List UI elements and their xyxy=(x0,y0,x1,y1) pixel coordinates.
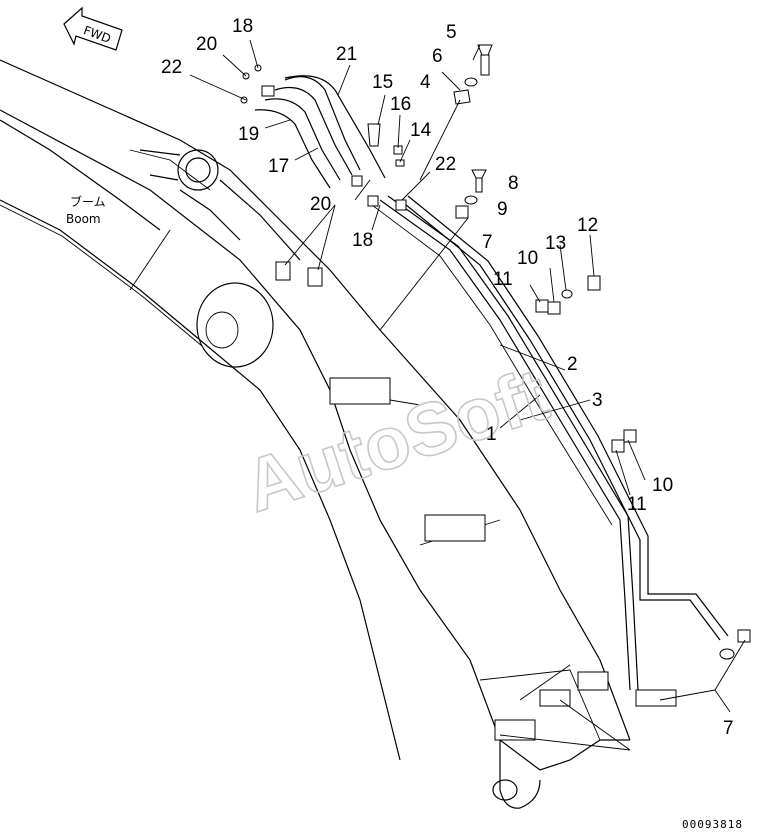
callout-7-lower: 7 xyxy=(723,718,734,739)
callout-numbers: 1 2 3 4 5 6 7 7 8 9 10 10 11 11 12 13 14… xyxy=(161,16,734,739)
hose-fitting xyxy=(367,195,379,207)
watermark: AutoSoft xyxy=(235,352,558,527)
clamp-block xyxy=(635,689,677,707)
bolt-8 xyxy=(471,169,487,193)
boom-cylinder-boss xyxy=(196,282,274,368)
part-10 xyxy=(547,301,561,315)
callout-14: 14 xyxy=(410,120,432,141)
clamp-block xyxy=(424,514,486,542)
fwd-arrow-icon: FWD xyxy=(63,6,123,51)
callout-20-upper: 20 xyxy=(196,34,217,55)
washer-9 xyxy=(464,195,478,205)
part-14 xyxy=(395,159,405,167)
hose-fitting xyxy=(351,175,363,187)
callout-6: 6 xyxy=(432,46,443,67)
hose-fitting xyxy=(395,199,407,211)
clamp-block xyxy=(329,377,391,405)
callout-18-lower: 18 xyxy=(352,230,373,251)
callout-10-lower: 10 xyxy=(652,475,673,496)
callout-3: 3 xyxy=(592,390,603,411)
pipe-end-fitting xyxy=(719,648,735,660)
drawing-code: 00093818 xyxy=(682,818,743,831)
callout-20-lower: 20 xyxy=(310,194,331,215)
boom-label-en: Boom xyxy=(66,212,101,226)
callout-22-upper: 22 xyxy=(161,57,182,78)
fwd-label: FWD xyxy=(82,23,113,46)
boom-foot-pin xyxy=(139,149,301,261)
callout-22-lower: 22 xyxy=(435,154,456,175)
pipe-clamps xyxy=(275,261,751,741)
callout-4: 4 xyxy=(420,72,431,93)
callout-7-upper: 7 xyxy=(482,232,493,253)
callout-17: 17 xyxy=(268,156,289,177)
callout-8: 8 xyxy=(508,173,519,194)
hardware-parts xyxy=(240,44,601,299)
upper-hoses xyxy=(254,75,386,189)
callout-11-upper: 11 xyxy=(493,269,513,290)
part-11 xyxy=(611,439,625,453)
washer-13 xyxy=(561,289,573,299)
callout-18-upper: 18 xyxy=(232,16,253,37)
callout-2: 2 xyxy=(567,354,578,375)
clamp-block xyxy=(577,671,609,691)
block-7 xyxy=(455,205,469,219)
clamp-4 xyxy=(453,89,471,105)
main-pipes xyxy=(371,195,729,691)
callout-21: 21 xyxy=(336,44,357,65)
washer-6 xyxy=(464,77,478,87)
hose-fitting xyxy=(261,85,275,97)
callout-13: 13 xyxy=(545,233,566,254)
part-10 xyxy=(623,429,637,443)
bolt-5 xyxy=(477,44,493,76)
callout-10-upper: 10 xyxy=(517,248,538,269)
callout-15: 15 xyxy=(372,72,393,93)
callout-5: 5 xyxy=(446,22,457,43)
callout-19: 19 xyxy=(238,124,259,145)
callout-12: 12 xyxy=(577,215,598,236)
callout-16: 16 xyxy=(390,94,411,115)
bolt-12 xyxy=(587,275,601,291)
callout-11-lower: 11 xyxy=(627,494,647,515)
leader-lines xyxy=(189,39,746,751)
part-11 xyxy=(535,299,549,313)
bolt-15 xyxy=(367,123,381,147)
callout-1: 1 xyxy=(486,424,497,445)
clamp xyxy=(275,261,291,281)
clamp xyxy=(307,267,323,287)
clamp xyxy=(737,629,751,643)
callout-9: 9 xyxy=(497,199,508,220)
clamp-block xyxy=(494,719,536,741)
boom-label-jp: ブーム xyxy=(70,194,106,209)
